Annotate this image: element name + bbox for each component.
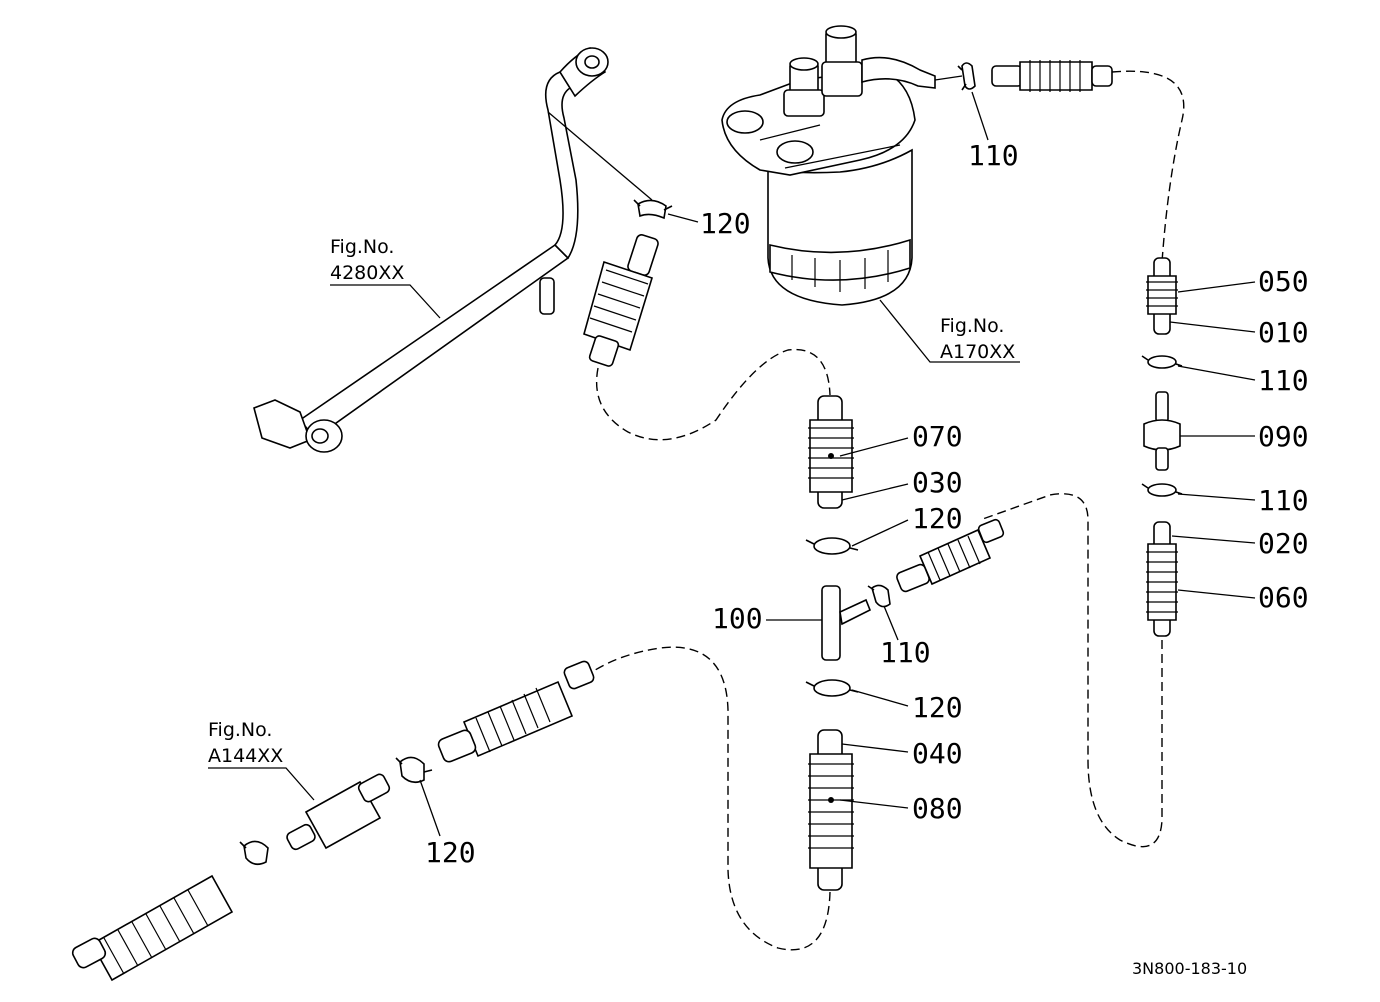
middle-hose-stack (805, 395, 891, 891)
fuel-route-right-upper (1111, 70, 1185, 263)
part-label-100: 100 (712, 602, 763, 635)
fuel-filter-assembly (721, 25, 963, 306)
fuel-route-lower (591, 646, 831, 951)
fig-ref-a144-line2: A144XX (208, 745, 283, 767)
fuel-route-right-lower (979, 493, 1163, 848)
upper-left-hose (583, 199, 673, 367)
leader-lines (208, 91, 1256, 837)
part-label-070: 070 (912, 420, 963, 453)
side-branch-hose (896, 518, 1005, 593)
right-hose-stack (1141, 257, 1183, 637)
part-label-110: 110 (880, 636, 931, 669)
part-label-060: 060 (1258, 581, 1309, 614)
part-label-050: 050 (1258, 265, 1309, 298)
part-label-040: 040 (912, 737, 963, 770)
part-label-120: 120 (912, 691, 963, 724)
part-label-080: 080 (912, 792, 963, 825)
fig-ref-4280-line1: Fig.No. (330, 236, 394, 258)
fig-ref-a170-line2: A170XX (940, 341, 1015, 363)
lower-left-hose-assembly (71, 660, 595, 982)
part-label-120: 120 (912, 502, 963, 535)
leader-pipe-to-clamp (547, 111, 653, 201)
part-label-110: 110 (1258, 484, 1309, 517)
part-label-010: 010 (1258, 316, 1309, 349)
fig-ref-4280-line2: 4280XX (330, 262, 404, 284)
fig-ref-a170-line1: Fig.No. (940, 315, 1004, 337)
part-label-020: 020 (1258, 527, 1309, 560)
part-label-030: 030 (912, 466, 963, 499)
part-label-090: 090 (1258, 420, 1309, 453)
part-label-120: 120 (700, 207, 751, 240)
part-label-110: 110 (968, 139, 1019, 172)
fuel-route-upper-left (595, 348, 831, 441)
part-label-110: 110 (1258, 364, 1309, 397)
part-label-120: 120 (425, 836, 476, 869)
fig-ref-a144-line1: Fig.No. (208, 719, 272, 741)
drawing-code-caption: 3N800-183-10 (1132, 959, 1247, 978)
top-outlet-hose (957, 60, 1113, 92)
injection-return-pipe (253, 46, 609, 453)
